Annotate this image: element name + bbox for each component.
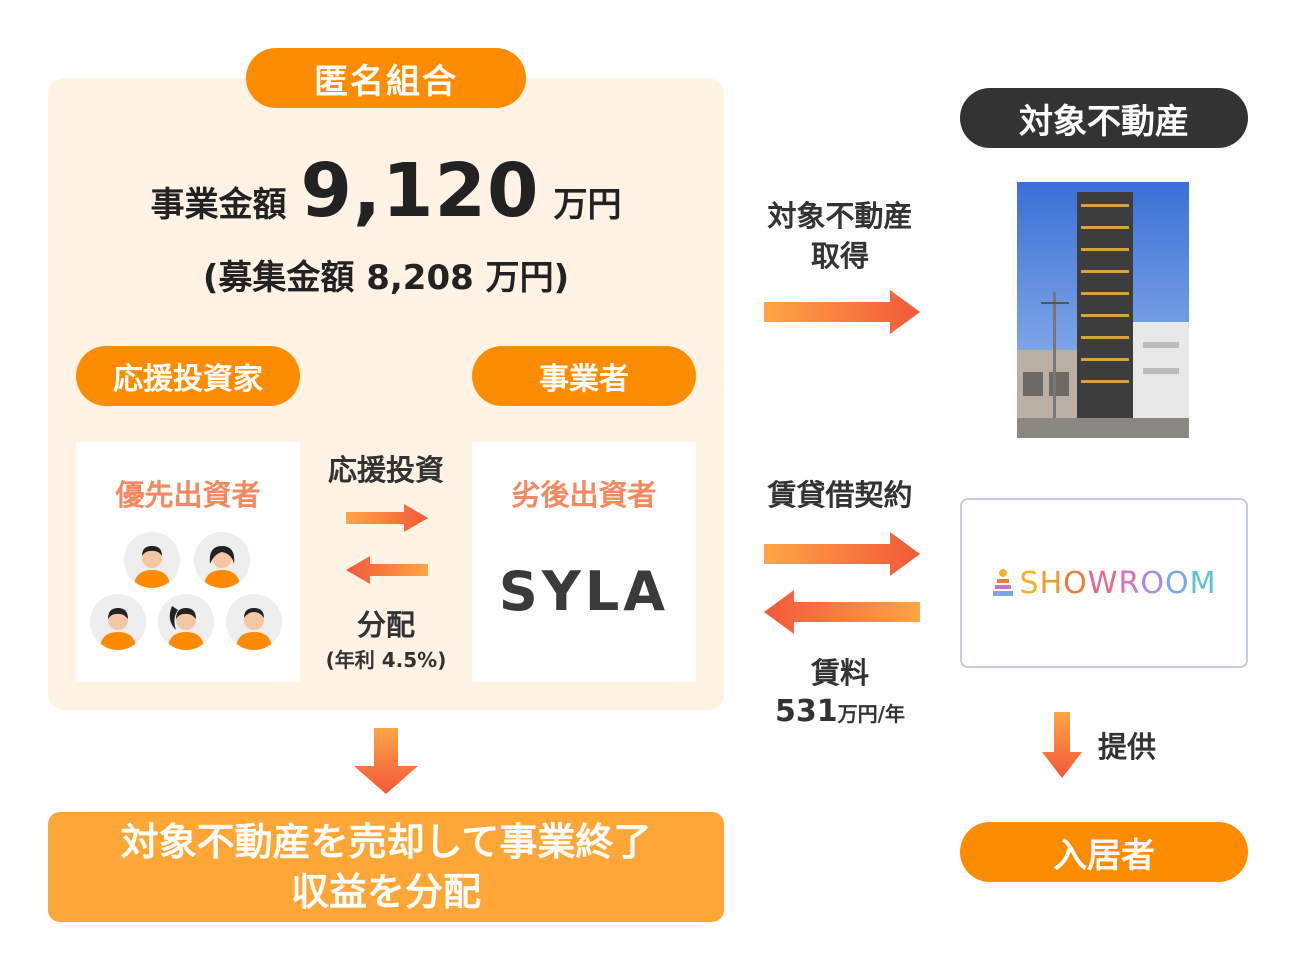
syla-logo: SYLA [498,560,670,623]
amount-unit: 万円 [553,185,622,225]
showroom-logo: SHOWROOM [992,566,1217,601]
showroom-letter: H [1039,565,1064,601]
showroom-box: SHOWROOM [960,498,1248,668]
provide-arrow-icon [1042,712,1082,778]
support-invest-text: 応援投資 [327,453,444,487]
operator-card-title: 劣後出資者 [511,478,657,512]
lease-arrow-right-icon [764,532,920,576]
rent-unit: 万円/年 [837,702,905,726]
investor-card-title: 優先出資者 [115,478,261,512]
arrow-down-icon [354,728,418,794]
distribution-text: 分配 [356,608,415,642]
showroom-letter: M [1189,565,1217,601]
acquire-text: 対象不動産 取得 [740,196,940,276]
showroom-letter: O [1140,565,1165,601]
showroom-letter: W [1087,565,1119,601]
investor-label: 応援投資家 [76,346,300,406]
result-line-1: 対象不動産を売却して事業終了 [120,820,652,864]
rent-value: 531 [775,694,838,729]
rate-text: (年利 4.5%) [325,648,447,672]
showroom-letter: R [1118,565,1141,601]
investor-avatar-icon [226,594,282,650]
amount-value: 9,120 [300,148,540,234]
operator-card: 劣後出資者 SYLA [472,442,696,682]
rent-label: 賃料 [810,656,869,690]
rent-arrow-left-icon [764,590,920,634]
acquire-line-2: 取得 [810,239,869,273]
provide-text: 提供 [1098,730,1157,764]
investor-avatar-icon [194,532,250,588]
recruit-amount: (募集金額 8,208 万円) [202,258,570,298]
investor-card: 優先出資者 [76,442,300,682]
acquire-line-1: 対象不動産 [767,199,913,233]
kumiai-label: 匿名組合 [246,48,526,108]
result-box: 対象不動産を売却して事業終了 収益を分配 [48,812,724,922]
business-amount: 事業金額 9,120 万円 [48,148,724,234]
arrow-left-icon [346,556,428,584]
investor-avatar-icon [90,594,146,650]
result-line-2: 収益を分配 [290,870,481,914]
investor-avatar-icon [158,594,214,650]
acquire-arrow-icon [764,290,920,334]
operator-label: 事業者 [472,346,696,406]
lease-text: 賃貸借契約 [767,478,913,512]
showroom-mark-icon [992,569,1013,596]
showroom-letter: O [1063,565,1088,601]
showroom-letter: O [1164,565,1190,601]
property-label: 対象不動産 [960,88,1248,148]
rent-amount: 531万円/年 [740,694,940,729]
resident-label: 入居者 [960,822,1248,882]
investor-avatar-icon [124,532,180,588]
building-photo [1017,182,1189,438]
amount-label: 事業金額 [150,185,287,225]
showroom-text: SHOWROOM [1020,566,1217,601]
arrow-right-icon [346,504,428,532]
showroom-letter: S [1019,565,1040,601]
